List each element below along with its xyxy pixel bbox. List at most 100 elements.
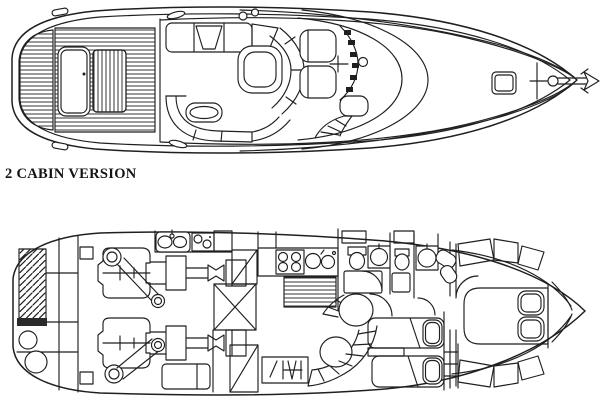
anchor-icon (557, 68, 600, 94)
garage-hatch (18, 248, 47, 322)
bow-lockers (517, 245, 545, 381)
deck-filler-icon (250, 8, 260, 17)
engine-hatch-inner (60, 49, 88, 114)
engine-hatch (57, 46, 91, 117)
pillow (517, 316, 545, 342)
engine-port (97, 317, 247, 384)
lower-hull-outline (12, 231, 586, 396)
deck-plan-view (11, 6, 600, 154)
deck-stairs (314, 95, 369, 139)
two-burner-stove (191, 232, 215, 252)
toe-rail-bottom (239, 82, 575, 152)
instrument-panel (344, 30, 359, 92)
galley-sink (155, 229, 191, 253)
garage-sill (17, 318, 47, 326)
pillow (422, 357, 443, 385)
lower-settee-outer (165, 95, 253, 143)
head-compartment-aft (341, 230, 393, 317)
toilet-icon (347, 246, 367, 271)
hatch-latch (82, 72, 86, 76)
pantry-door (231, 249, 258, 285)
windlass-icon (547, 75, 559, 87)
engine-room-hatch (213, 283, 257, 331)
windscreen-arc-outer (301, 9, 429, 150)
cockpit-seating (165, 22, 305, 143)
saloon (161, 344, 309, 393)
exhaust-pipe (116, 338, 161, 380)
cleat-icon (51, 7, 69, 17)
cockpit-step-grate-slats (92, 49, 127, 113)
round-sinks (304, 249, 337, 270)
faucet-icon (320, 249, 325, 255)
cabinet-unit (229, 344, 259, 393)
cabinet (393, 230, 415, 244)
shower-tray (343, 270, 383, 294)
windscreen-arc-inner (297, 17, 403, 141)
accommodation-plan-view (12, 228, 586, 396)
crew-berth (161, 363, 211, 390)
bow-shelf-bottom (551, 313, 573, 343)
toe-rail-top (239, 9, 575, 78)
helm-seats (299, 29, 337, 99)
deck-hull-outline (11, 6, 578, 154)
bow-hatch (491, 71, 517, 95)
side-table (185, 102, 223, 123)
forward-cabin (455, 238, 549, 388)
companionway-steps (283, 276, 337, 308)
compass-icon (357, 56, 369, 68)
corner-seat (251, 116, 291, 142)
galley-aft (154, 229, 258, 331)
washbasin-icon (367, 243, 391, 269)
pillow (422, 319, 443, 347)
sheer-line-top (159, 17, 573, 77)
bow-shelf-top (551, 281, 573, 311)
washbasin-icon (415, 243, 439, 271)
galley-forward (257, 231, 339, 308)
deck-filler-icon (238, 11, 248, 21)
seat (435, 249, 457, 269)
four-burner-cooktop (275, 249, 305, 275)
shelf-lines (443, 343, 459, 389)
cockpit-table (237, 45, 283, 94)
berth (371, 355, 445, 388)
aft-bench-seat (165, 22, 253, 53)
steering-wheel-icon (329, 55, 349, 73)
settee-symbol (261, 356, 309, 384)
lower-settee-inner (175, 95, 253, 133)
vent-icon (166, 10, 186, 20)
helm-station (297, 9, 429, 150)
spiral-staircase (307, 293, 378, 387)
door-arc (369, 293, 393, 317)
berth (367, 317, 445, 349)
guest-cabin (367, 317, 459, 389)
muffler-icon (102, 247, 122, 267)
exhaust-pipe (116, 257, 160, 302)
pillow (517, 290, 545, 316)
cabinet (341, 230, 367, 244)
swim-platform (18, 29, 54, 131)
shower-tray (391, 272, 411, 293)
steering-gear-icon (18, 330, 38, 350)
stern-fittings (51, 7, 260, 151)
step (367, 347, 405, 357)
engine-room (79, 246, 247, 385)
door-arc (417, 297, 436, 316)
sheer-line-bottom (159, 83, 573, 145)
galley-cabinet (213, 230, 233, 252)
vent-icon (168, 139, 188, 149)
foredeck (491, 62, 600, 100)
door-arc (455, 275, 479, 299)
bow-liner-bottom (451, 315, 572, 375)
seat (439, 264, 458, 284)
steering-gear-icon (24, 350, 48, 374)
toilet-icon (394, 248, 410, 271)
head-compartment-fwd (391, 230, 458, 316)
plan-caption: 2 CABIN VERSION (5, 166, 137, 182)
engine-starboard (97, 247, 247, 309)
bench-backrest (195, 25, 223, 50)
cleat-icon (51, 141, 69, 151)
bow-liner-top (451, 249, 572, 307)
muffler-icon (104, 364, 124, 384)
